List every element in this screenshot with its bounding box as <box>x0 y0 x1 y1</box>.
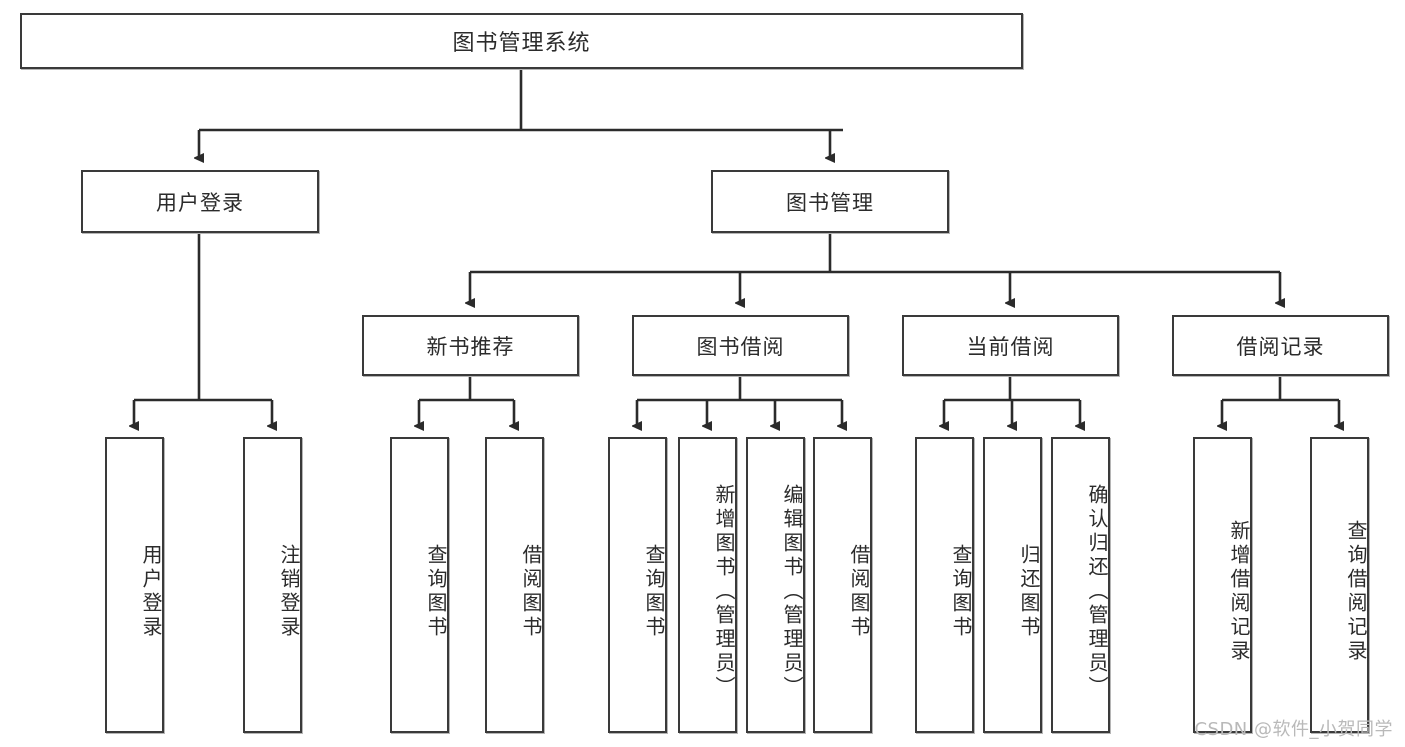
leaf-borrow-query-book[interactable]: 查询图书 <box>608 437 667 733</box>
node-label: 用户登录 <box>156 190 244 215</box>
node-label: 借阅图书 <box>519 544 543 640</box>
node-root-system[interactable]: 图书管理系统 <box>20 13 1023 69</box>
node-label: 查询图书 <box>642 544 666 640</box>
node-label: 查询图书 <box>424 544 448 640</box>
node-label: 查询图书 <box>949 544 973 640</box>
node-label: 编辑图书（管理员） <box>780 484 804 700</box>
leaf-borrow-add-book[interactable]: 新增图书（管理员） <box>678 437 737 733</box>
node-label: 当前借阅 <box>966 334 1055 359</box>
node-current-borrow[interactable]: 当前借阅 <box>902 315 1119 376</box>
node-new-book-recommend[interactable]: 新书推荐 <box>362 315 579 376</box>
node-label: 借阅记录 <box>1236 334 1325 359</box>
node-user-login[interactable]: 用户登录 <box>81 170 319 233</box>
leaf-borrow-edit-book[interactable]: 编辑图书（管理员） <box>746 437 805 733</box>
leaf-user-login-login[interactable]: 用户登录 <box>105 437 164 733</box>
node-label: 归还图书 <box>1017 544 1041 640</box>
node-label: 图书借阅 <box>696 334 785 359</box>
node-book-borrow[interactable]: 图书借阅 <box>632 315 849 376</box>
node-label: 新书推荐 <box>426 334 515 359</box>
leaf-record-add-record[interactable]: 新增借阅记录 <box>1193 437 1252 733</box>
watermark: CSDN @软件_小贺同学 <box>1194 719 1393 740</box>
leaf-recommend-query-book[interactable]: 查询图书 <box>390 437 449 733</box>
leaf-borrow-borrow-book[interactable]: 借阅图书 <box>813 437 872 733</box>
node-borrow-record[interactable]: 借阅记录 <box>1172 315 1389 376</box>
node-label: 图书管理 <box>786 190 874 215</box>
node-label: 注销登录 <box>277 544 301 640</box>
node-label: 新增借阅记录 <box>1227 520 1251 664</box>
node-label: 图书管理系统 <box>452 31 591 56</box>
leaf-record-query-record[interactable]: 查询借阅记录 <box>1310 437 1369 733</box>
node-label: 借阅图书 <box>847 544 871 640</box>
leaf-user-login-logout[interactable]: 注销登录 <box>243 437 302 733</box>
leaf-current-confirm-return[interactable]: 确认归还（管理员） <box>1051 437 1110 733</box>
node-label: 新增图书（管理员） <box>712 484 736 700</box>
node-book-management[interactable]: 图书管理 <box>711 170 949 233</box>
leaf-current-query-book[interactable]: 查询图书 <box>915 437 974 733</box>
leaf-recommend-borrow-book[interactable]: 借阅图书 <box>485 437 544 733</box>
leaf-current-return-book[interactable]: 归还图书 <box>983 437 1042 733</box>
node-label: 确认归还（管理员） <box>1085 484 1109 700</box>
node-label: 用户登录 <box>139 544 163 640</box>
node-label: 查询借阅记录 <box>1344 520 1368 664</box>
